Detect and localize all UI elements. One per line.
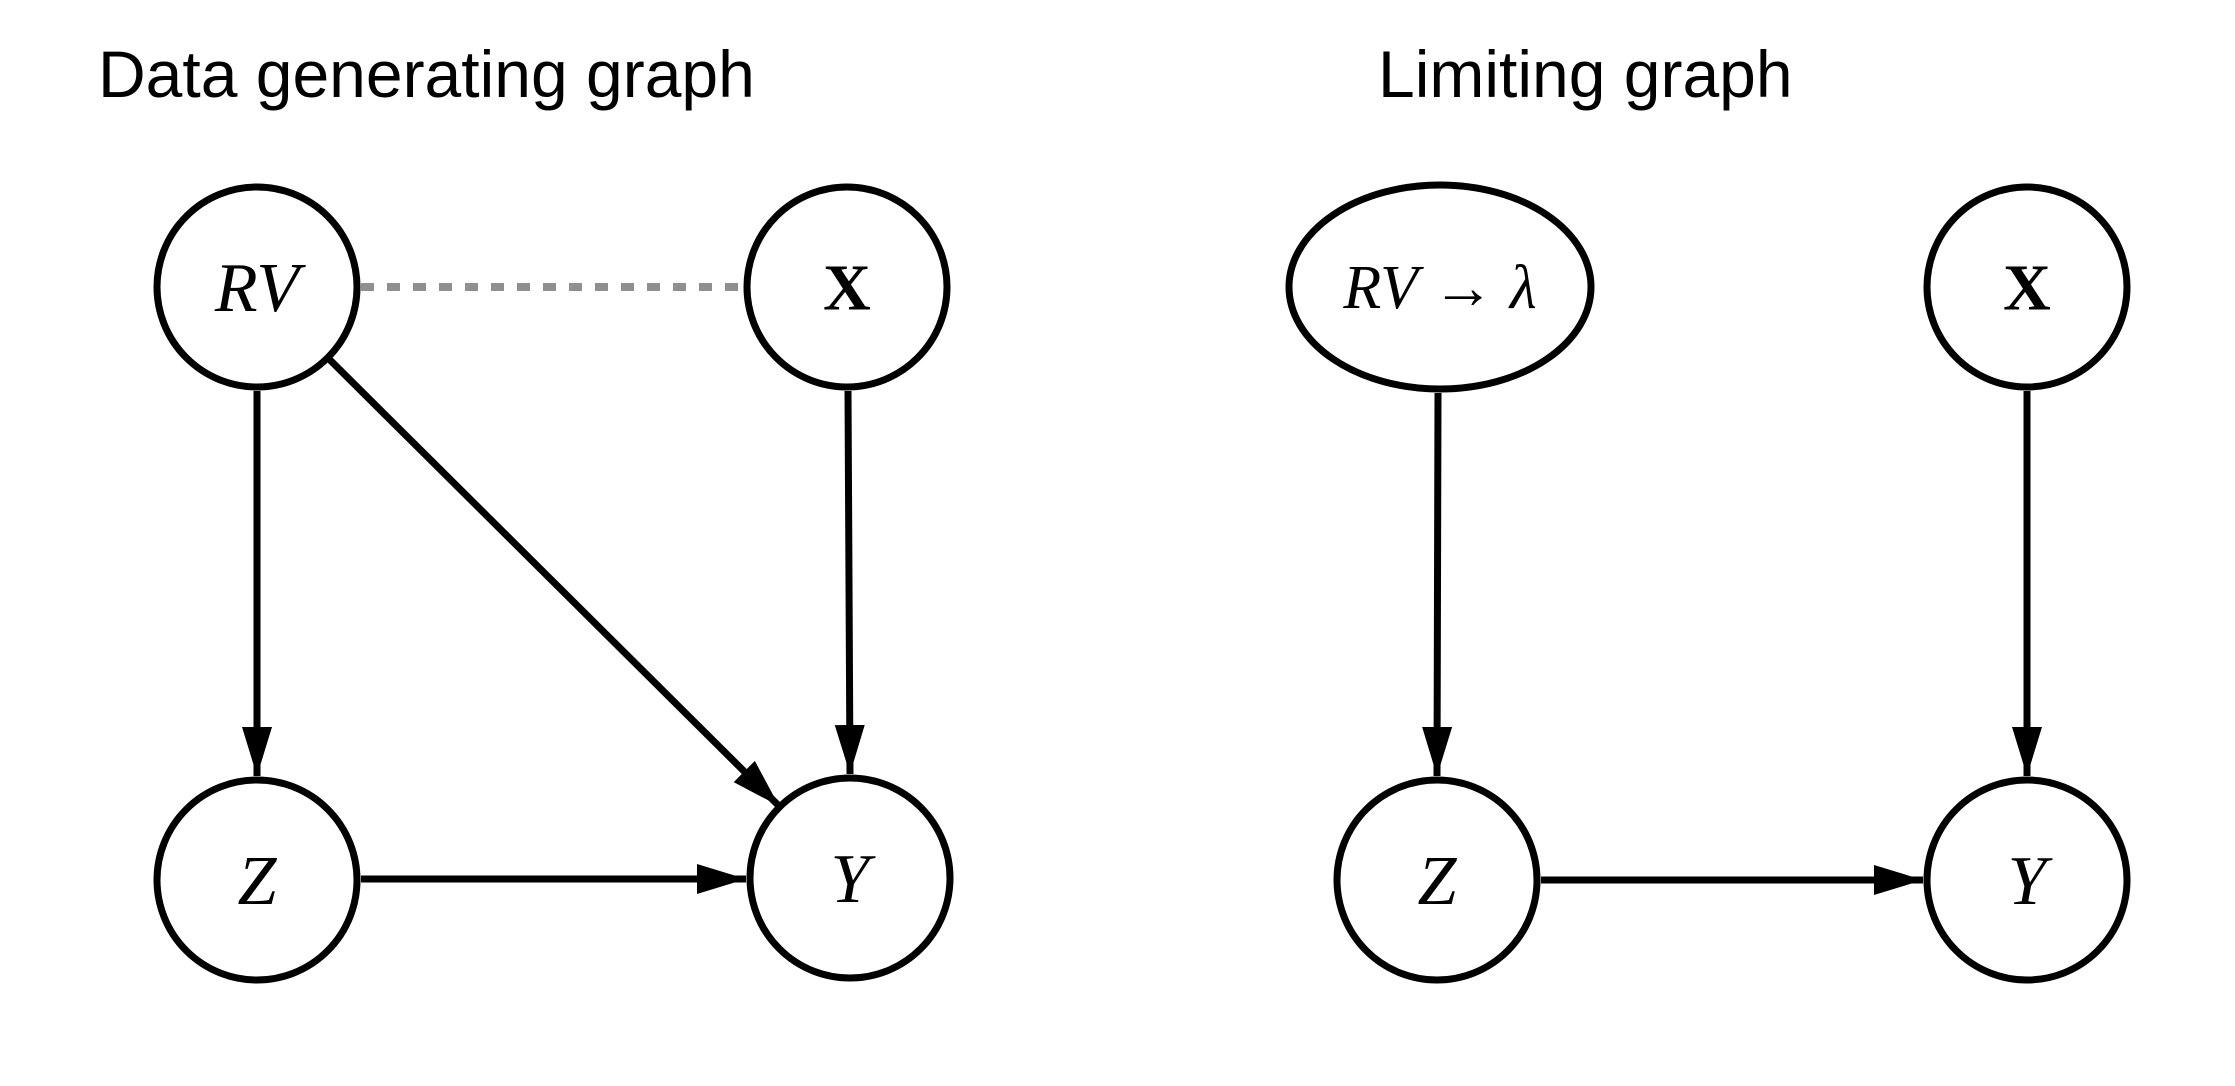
- node-z-right: [1333, 776, 1541, 984]
- node-x-left: [743, 183, 951, 391]
- node-x-left-label: X: [823, 251, 871, 324]
- right-graph-title: Limiting graph: [1378, 37, 1793, 111]
- node-z-left: [153, 776, 361, 984]
- node-rv-lambda: [1285, 181, 1595, 393]
- left-graph-title: Data generating graph: [98, 37, 755, 111]
- node-rv-lambda-label: RV → λ: [1342, 254, 1536, 322]
- node-y-left-label: Y: [831, 841, 877, 918]
- node-rv: [153, 183, 361, 391]
- edge-rvlambda-to-z: [1422, 392, 1453, 777]
- node-z-left-label: Z: [238, 843, 278, 920]
- node-rv-label: RV: [214, 250, 306, 327]
- node-y-right-label: Y: [2008, 843, 2054, 920]
- node-y-right: [1923, 776, 2131, 984]
- node-z-right-label: Z: [1418, 843, 1458, 920]
- edge-x-to-y-left: [834, 390, 865, 775]
- node-x-right-label: X: [2003, 251, 2051, 324]
- edge-rv-to-y: [326, 356, 782, 809]
- node-x-right: [1923, 183, 2131, 391]
- left-graph-panel: Data generating graph RV X Z Y: [98, 37, 954, 984]
- right-graph-panel: Limiting graph RV → λ X Z Y: [1285, 37, 2131, 984]
- node-y-left: [746, 774, 954, 982]
